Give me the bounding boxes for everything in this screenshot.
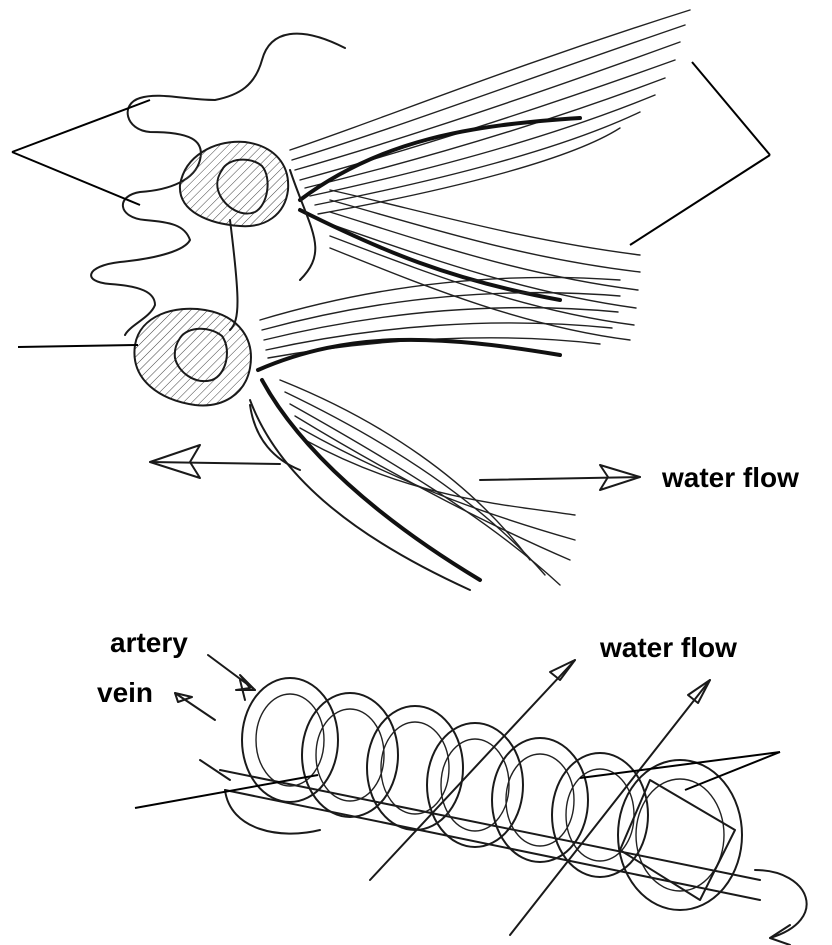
vein-arrow [175, 693, 215, 720]
upper-filaments-bottom [290, 170, 640, 340]
artery-arrow [208, 655, 255, 690]
water-flow-label-bottom: water flow [600, 632, 737, 664]
vein-label: vein [97, 677, 153, 709]
upper-filaments-top [290, 10, 690, 214]
lower-filaments-top [258, 277, 620, 370]
lower-filaments-bottom [250, 380, 575, 590]
upper-cartilage [180, 142, 288, 226]
gill-arch-illustration [91, 10, 690, 590]
water-flow-arrows-bottom [370, 660, 710, 935]
artery-label: artery [110, 627, 188, 659]
water-flow-label-top: water flow [662, 462, 799, 494]
filament-rings [242, 678, 742, 910]
gill-filament-series [200, 678, 807, 945]
